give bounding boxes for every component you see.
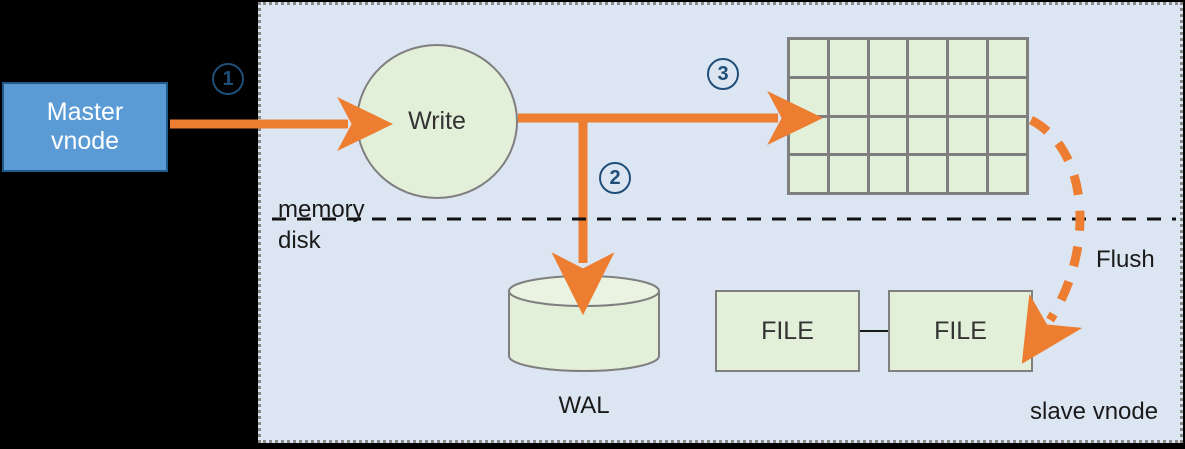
wal-label: WAL <box>558 392 610 419</box>
memtable-grid <box>787 37 1029 195</box>
memtable-cell <box>869 40 907 76</box>
memtable-cell <box>989 78 1026 115</box>
step-number-2: 2 <box>599 162 631 194</box>
memtable-cell <box>949 78 987 115</box>
disk-label: disk <box>278 227 321 254</box>
step-number-3: 3 <box>707 58 739 90</box>
memtable-cell <box>949 156 987 192</box>
flush-label: Flush <box>1096 246 1155 273</box>
memtable-cell <box>869 156 907 192</box>
memtable-cell <box>909 117 947 154</box>
write-node[interactable]: Write <box>356 44 518 199</box>
memtable-cell <box>790 40 827 76</box>
memtable-cell <box>989 156 1026 192</box>
memtable-cell <box>989 40 1026 76</box>
file-link-connector <box>860 330 888 332</box>
memtable-cell <box>829 78 867 115</box>
memtable-cell <box>949 40 987 76</box>
memtable-cell <box>869 117 907 154</box>
memtable-cell <box>909 78 947 115</box>
memtable-cell <box>790 78 827 115</box>
memtable-cell <box>790 117 827 154</box>
memtable-cell <box>989 117 1026 154</box>
memory-label: memory <box>278 196 365 223</box>
wal-cylinder <box>508 275 660 372</box>
slave-vnode-label: slave vnode <box>1030 398 1159 425</box>
memtable-cell <box>909 40 947 76</box>
step-number-1: 1 <box>212 63 244 95</box>
file-box-1[interactable]: FILE <box>715 290 860 372</box>
memtable-cell <box>909 156 947 192</box>
memtable-cell <box>829 40 867 76</box>
memtable-cell <box>869 78 907 115</box>
master-vnode-box[interactable]: Master vnode <box>2 82 168 172</box>
memtable-cell <box>829 117 867 154</box>
memtable-cell <box>790 156 827 192</box>
memtable-cell <box>829 156 867 192</box>
memtable-cell <box>949 117 987 154</box>
file-box-2[interactable]: FILE <box>888 290 1033 372</box>
